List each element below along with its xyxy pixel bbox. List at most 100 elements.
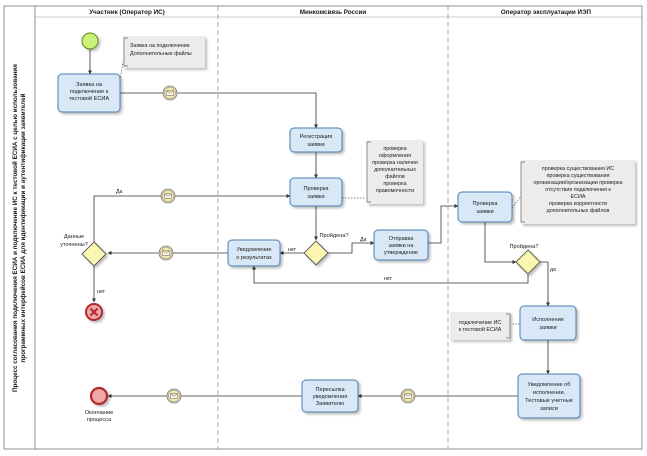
note-connection-bracket [506,313,511,339]
assoc-request-note [119,55,125,81]
flow-label-no-mks: нет [288,247,297,253]
task-execute[interactable]: Исполнение заявки [519,305,577,341]
task-check-op[interactable]: Проверка заявки [457,191,513,223]
flow-clarified-check [93,194,291,242]
task-send-line-1: Отправка [389,236,415,242]
flow-gateway-send [328,241,375,254]
envelope-icon [166,90,174,96]
start-event[interactable] [81,32,99,50]
end-event-line-2: процесса [87,417,112,423]
envelope-icon [404,393,412,399]
message-event-forward-outer [166,388,182,404]
task-notify-exec-line-3: Тестовые учетные [525,398,573,404]
message-event-yes-inner [162,190,174,202]
task-notify-exec-line-1: Уведомление об [528,382,571,388]
flow-opcheck-gateway [484,222,517,264]
note-attachments-line-1: Заявка на подключение [130,43,190,49]
task-notify[interactable]: Уведомление о результатах [227,239,281,267]
pool-title: Процесс согласования подключения ЕСИА и … [11,64,27,392]
error-end-event[interactable] [85,303,103,321]
message-event-request [162,85,178,101]
task-forward[interactable]: Пересылка уведомления Заявителю [301,379,359,413]
note-connection: подключение ИС к тестовой ЕСИА [450,312,511,340]
task-request[interactable]: Заявка на подключение к тестовой ЕСИА [57,73,121,113]
end-event-circle [89,386,109,406]
envelope-icon [162,250,170,256]
gateway-passed-op-diamond [515,249,541,275]
note-op-line-3: организации/организации проверка [533,180,622,186]
gateway-passed-op-label: Пройдена? [509,243,538,250]
task-request-line-3: тестовой ЕСИА [69,95,110,102]
flow-request-registration [120,92,318,129]
pool-title-line-1: Процесс согласования подключения ЕСИА и … [11,64,19,392]
note-op-checks: проверка существования ИС проверка сущес… [520,160,635,224]
gateway-data-clarified-line-1: Данные [64,234,84,240]
task-notify-exec-line-4: записи [540,406,558,412]
message-event-notify-exec [400,388,416,404]
task-check-op-line-2: заявки [476,209,493,215]
gateway-data-clarified-line-2: уточнены? [60,242,88,248]
pool-title-line-2: программных интерфейсов ЕСИА для идентиф… [19,93,27,362]
flows [88,49,550,398]
lane-title-participant: Участник (Оператор ИС) [89,9,165,16]
note-connection-box [450,312,510,340]
message-event-notify-exec-inner [402,390,414,402]
note-op-line-5: ЕСИА [571,194,586,200]
note-mks-line-4: дополнительных [374,167,416,173]
task-notify-box [227,239,281,267]
note-mks-checks-bracket [366,141,371,203]
task-send-box [373,229,429,261]
note-mks-line-3: проверка наличия [372,160,418,166]
task-request-line-2: подключение к [70,89,109,95]
task-request-box [57,73,121,113]
task-request-line-1: Заявка на [76,82,103,88]
message-event-yes-return [160,188,176,204]
end-event[interactable]: Окончание процесса [85,386,113,423]
note-op-line-6: проверка корректности [549,201,607,207]
lane-title-operator: Оператор эксплуатации ИЭП [501,9,592,16]
flow-label-no-clarified: нет [97,289,106,295]
task-check-op-line-1: Проверка [472,201,498,207]
gateway-passed-mks-diamond [303,240,329,266]
task-check-op-box [457,191,513,223]
gateway-passed-op[interactable]: Пройдена? [509,243,541,275]
task-forward-line-2: уведомления [313,394,348,400]
message-event-notify [158,245,174,261]
task-notify-exec-box [517,373,581,419]
envelope-icon [170,393,178,399]
task-registration[interactable]: Регистрация заявки [289,127,343,153]
note-mks-line-1: проверка [383,146,406,152]
note-op-checks-box [521,160,635,224]
task-send-line-2: заявки на [388,243,414,249]
message-event-yes-outer [160,188,176,204]
start-event-circle [81,32,99,50]
message-event-notify-exec-outer [400,388,416,404]
flow-opgateway-execute [540,261,550,307]
note-mks-line-7: правомочности [376,188,414,194]
lane-title-ministry: Минкомсвязь России [300,9,367,16]
task-send[interactable]: Отправка заявки на утверждение [373,229,429,261]
note-connection-line-1: подключение ИС [459,320,502,326]
associations [119,55,523,325]
message-event-notify-inner [160,247,172,259]
close-icon [89,307,99,317]
message-event-forward [166,388,182,404]
task-forward-line-1: Пересылка [315,387,345,393]
task-forward-line-3: Заявителю [316,401,345,407]
note-attachments-line-2: Дополнительные файлы [130,50,192,57]
task-execute-line-1: Исполнение [532,317,564,323]
task-notify-exec[interactable]: Уведомление об исполнении. Тестовые учет… [517,373,581,419]
note-op-line-2: проверка существования [546,173,609,179]
flow-send-opcheck [428,204,459,244]
task-send-line-3: утверждение [384,250,418,256]
envelope-icon [164,193,172,199]
task-notify-line-1: Уведомление [236,247,271,253]
task-forward-box [301,379,359,413]
gateway-data-clarified[interactable]: Данные уточнены? [60,234,107,267]
gateway-passed-mks[interactable]: Пройдена? [303,232,349,266]
task-check-mks[interactable]: Проверка заявки [289,177,343,207]
flow-label-no-op: нет [384,276,393,282]
note-op-checks-bracket [520,161,525,223]
note-mks-checks: проверка оформления проверка наличия доп… [366,140,423,204]
task-registration-line-2: заявки [307,142,324,148]
